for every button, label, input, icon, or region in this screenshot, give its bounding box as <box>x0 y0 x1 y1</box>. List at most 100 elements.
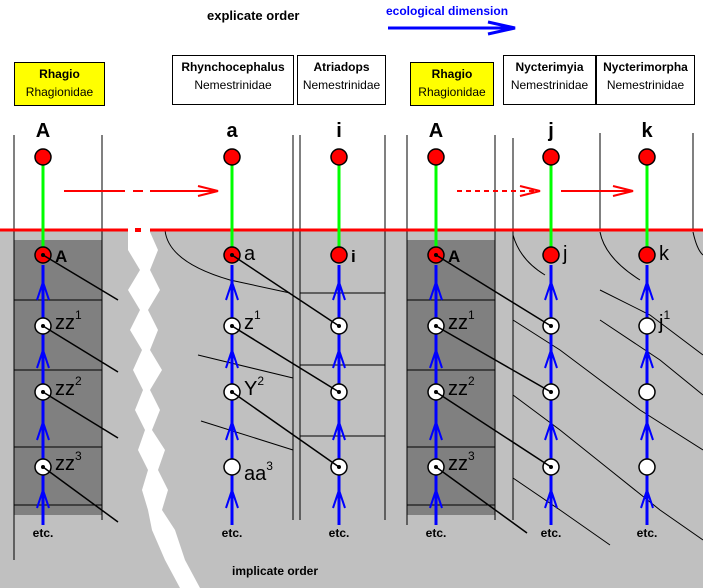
level-label: j1 <box>659 308 670 335</box>
blue-arrowhead <box>429 486 443 510</box>
level-label-base: Y <box>244 378 258 400</box>
level-node <box>638 383 656 401</box>
explicate-node-label: k <box>641 120 653 142</box>
level-label-base: zz <box>448 312 468 334</box>
explicate-node-label: i <box>336 120 342 142</box>
implicate-node-label: j <box>563 243 568 265</box>
level-label: z1 <box>244 308 261 335</box>
level-label-base: j <box>659 312 664 334</box>
family-name: Nemestrinidae <box>606 78 685 92</box>
implicate-node-label: a <box>244 243 256 265</box>
implicate-node <box>638 246 656 264</box>
explicate-node <box>542 148 560 166</box>
connection-line <box>231 325 340 393</box>
level-label-base: aa <box>244 463 267 485</box>
explicate-node <box>638 148 656 166</box>
connection-line <box>231 254 340 327</box>
level-label: zz3 <box>55 449 82 476</box>
blue-arrowhead <box>36 278 50 302</box>
explicate-node-label: A <box>428 120 444 142</box>
level-label-superscript: 3 <box>75 449 82 463</box>
blue-arrowhead <box>640 278 654 302</box>
level-node <box>638 458 656 476</box>
blue-arrowhead <box>225 346 239 370</box>
blue-arrowhead <box>225 418 239 442</box>
genus-name: Rhynchocephalus <box>181 60 285 74</box>
rhagio-block-left <box>14 240 102 515</box>
implicate-node-label: A <box>448 247 461 266</box>
blue-arrowhead <box>544 278 558 302</box>
level-label-superscript: 3 <box>468 449 475 463</box>
blue-arrowhead <box>429 278 443 302</box>
implicate-node-label: k <box>659 243 669 265</box>
genus-name: Atriadops <box>313 60 370 74</box>
level-label-base: zz <box>55 378 75 400</box>
connection-line <box>42 254 119 301</box>
explicate-node <box>427 148 445 166</box>
blue-arrowhead <box>332 418 346 442</box>
explicate-node-label: j <box>548 120 554 142</box>
genus-name: Rhagio <box>39 67 80 81</box>
level-label-superscript: 1 <box>75 308 82 322</box>
blue-arrowhead <box>36 418 50 442</box>
blue-arrowhead <box>332 486 346 510</box>
level-label-base: zz <box>448 378 468 400</box>
rhagio-block-right <box>407 240 495 515</box>
connection-line <box>435 254 552 327</box>
level-label-base: z <box>244 312 254 334</box>
level-label: zz1 <box>448 308 475 335</box>
level-label: zz2 <box>55 374 82 401</box>
level-label: aa3 <box>244 459 273 486</box>
etc-label: etc. <box>221 526 243 540</box>
connection-line <box>42 325 119 373</box>
implicate-node <box>330 246 348 264</box>
column-boundaries <box>13 133 694 560</box>
level-label-base: zz <box>55 312 75 334</box>
level-node <box>638 317 656 335</box>
level-label-superscript: 3 <box>266 459 273 473</box>
blue-arrowhead <box>225 278 239 302</box>
implicate-node-label: i <box>351 247 356 266</box>
contour-lines <box>164 229 703 546</box>
family-name: Nemestrinidae <box>194 78 272 92</box>
family-name: Nemestrinidae <box>510 78 589 92</box>
blue-arrowhead <box>332 346 346 370</box>
etc-label: etc. <box>425 526 447 540</box>
ecological-arrow <box>388 20 516 36</box>
etc-label: etc. <box>636 526 658 540</box>
level-label-superscript: 1 <box>468 308 475 322</box>
explicate-node <box>34 148 52 166</box>
explicate-node-label: A <box>35 120 51 142</box>
level-label: zz1 <box>55 308 82 335</box>
implicate-region <box>0 230 703 588</box>
connection-line <box>42 466 119 523</box>
level-label: Y2 <box>244 374 264 401</box>
blue-arrowhead <box>544 346 558 370</box>
level-label: zz3 <box>448 449 475 476</box>
level-label: zz2 <box>448 374 475 401</box>
connection-line <box>42 391 119 439</box>
genus-name: Rhagio <box>431 67 473 81</box>
blue-arrowhead <box>429 346 443 370</box>
blue-arrowhead <box>544 486 558 510</box>
level-label-base: zz <box>55 453 75 475</box>
level-label-superscript: 2 <box>257 374 265 388</box>
blue-arrowhead <box>36 486 50 510</box>
ecological-dimension-label: ecological dimension <box>386 4 509 18</box>
blue-arrowhead <box>36 346 50 370</box>
genus-name: Nycterimorpha <box>603 60 688 74</box>
river-break <box>128 230 200 588</box>
connection-line <box>435 325 552 393</box>
level-label-superscript: 1 <box>254 308 261 322</box>
blue-arrowhead <box>332 278 346 302</box>
explicate-node-label: a <box>226 120 238 142</box>
blue-arrowhead <box>640 486 654 510</box>
level-label-superscript: 2 <box>75 374 82 388</box>
